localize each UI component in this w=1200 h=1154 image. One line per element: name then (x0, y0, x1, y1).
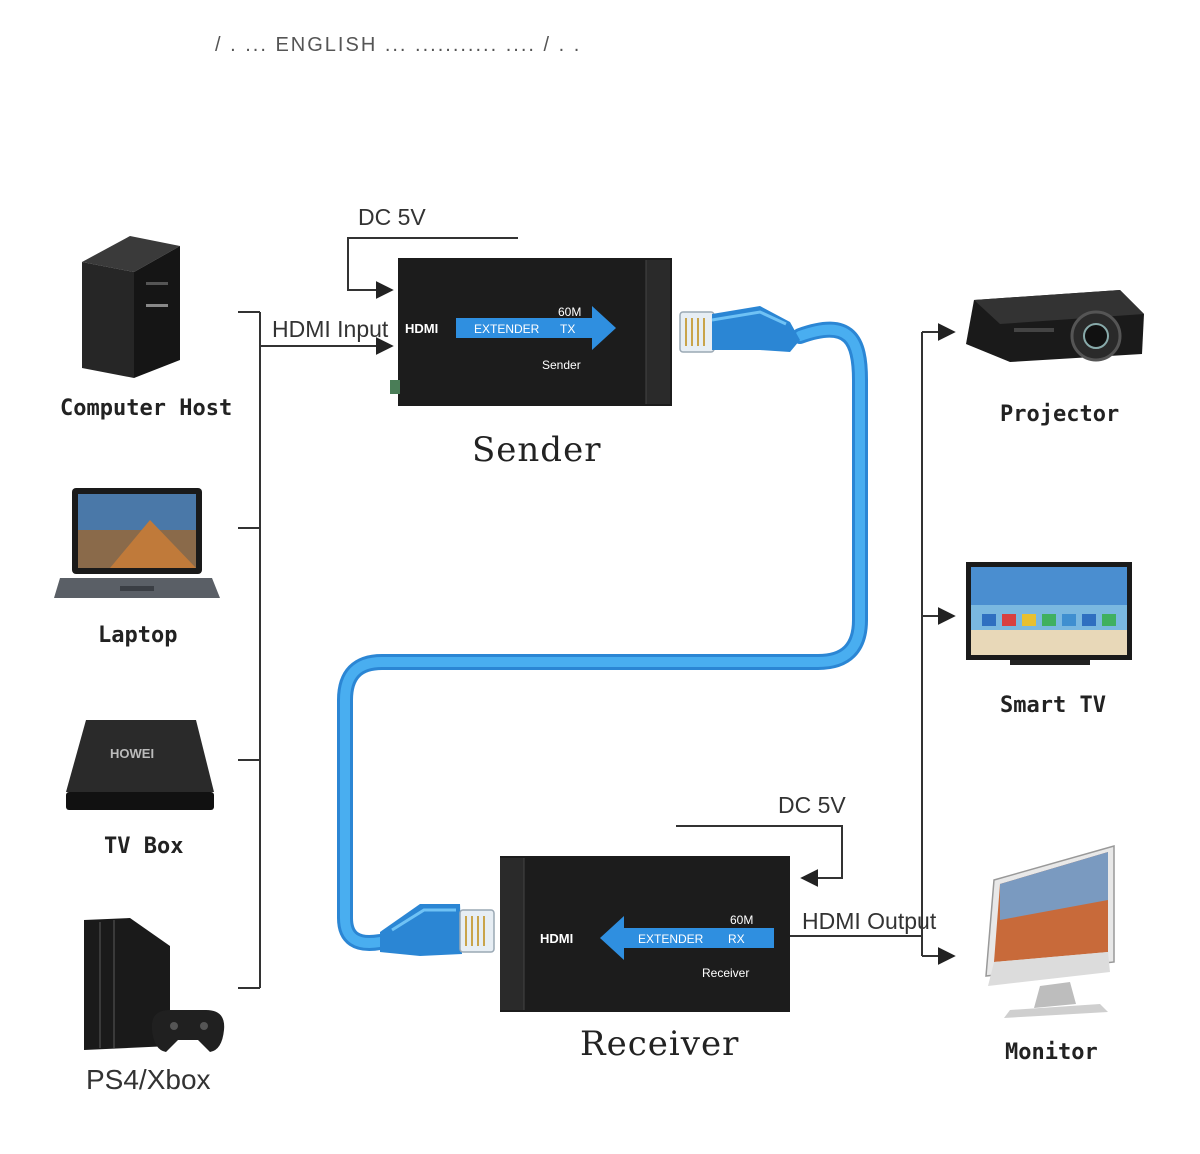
output-label-projector: Projector (1000, 402, 1120, 427)
projector-icon (966, 290, 1144, 362)
sender-distance: 60M (558, 305, 581, 319)
output-bracket (790, 323, 956, 965)
sender-power-line (347, 237, 518, 299)
receiver-arrow (600, 916, 774, 960)
source-label-computer-host: Computer Host (60, 396, 233, 421)
sender-arrow (456, 306, 616, 350)
sender-input-label: HDMI Input (272, 316, 389, 342)
sender-brand: HDMI (405, 321, 438, 336)
receiver-brand: HDMI (540, 931, 573, 946)
source-label-tv-box: TV Box (104, 834, 184, 859)
smart-tv-icon (966, 562, 1132, 665)
svg-text:HOWEI: HOWEI (110, 746, 154, 761)
laptop-icon (54, 488, 220, 598)
sender-device-name: Sender (542, 358, 581, 372)
receiver-distance: 60M (730, 913, 753, 927)
sender-box: HDMI EXTENDER 60M TX Sender (390, 258, 672, 406)
game-console-icon (84, 918, 225, 1052)
receiver-mode: RX (728, 932, 745, 946)
computer-tower-icon (82, 236, 180, 378)
sender-extender-label: EXTENDER (474, 322, 540, 336)
output-label-smart-tv: Smart TV (1000, 693, 1106, 718)
receiver-power-label: DC 5V (778, 792, 846, 818)
top-caption: / . ... ENGLISH ... ........... .... / .… (215, 34, 582, 56)
output-label-monitor: Monitor (1005, 1040, 1098, 1065)
receiver-device-name: Receiver (702, 966, 749, 980)
receiver-output-label: HDMI Output (802, 908, 937, 934)
receiver-extender-label: EXTENDER (638, 932, 704, 946)
monitor-icon (985, 845, 1115, 1018)
source-label-ps4-xbox: PS4/Xbox (86, 1064, 211, 1095)
receiver-box: HDMI EXTENDER 60M RX Receiver (500, 856, 790, 1012)
sender-rj45-connector (679, 306, 800, 353)
sender-caption: Sender (472, 430, 602, 470)
receiver-rj45-connector (380, 904, 495, 956)
source-label-laptop: Laptop (98, 623, 178, 648)
receiver-power-line (676, 825, 843, 887)
tv-box-icon: HOWEI (66, 720, 214, 810)
receiver-caption: Receiver (580, 1024, 740, 1064)
sender-mode: TX (560, 322, 575, 336)
source-bracket (238, 311, 394, 989)
sender-power-label: DC 5V (358, 204, 426, 230)
network-cable (337, 321, 868, 951)
